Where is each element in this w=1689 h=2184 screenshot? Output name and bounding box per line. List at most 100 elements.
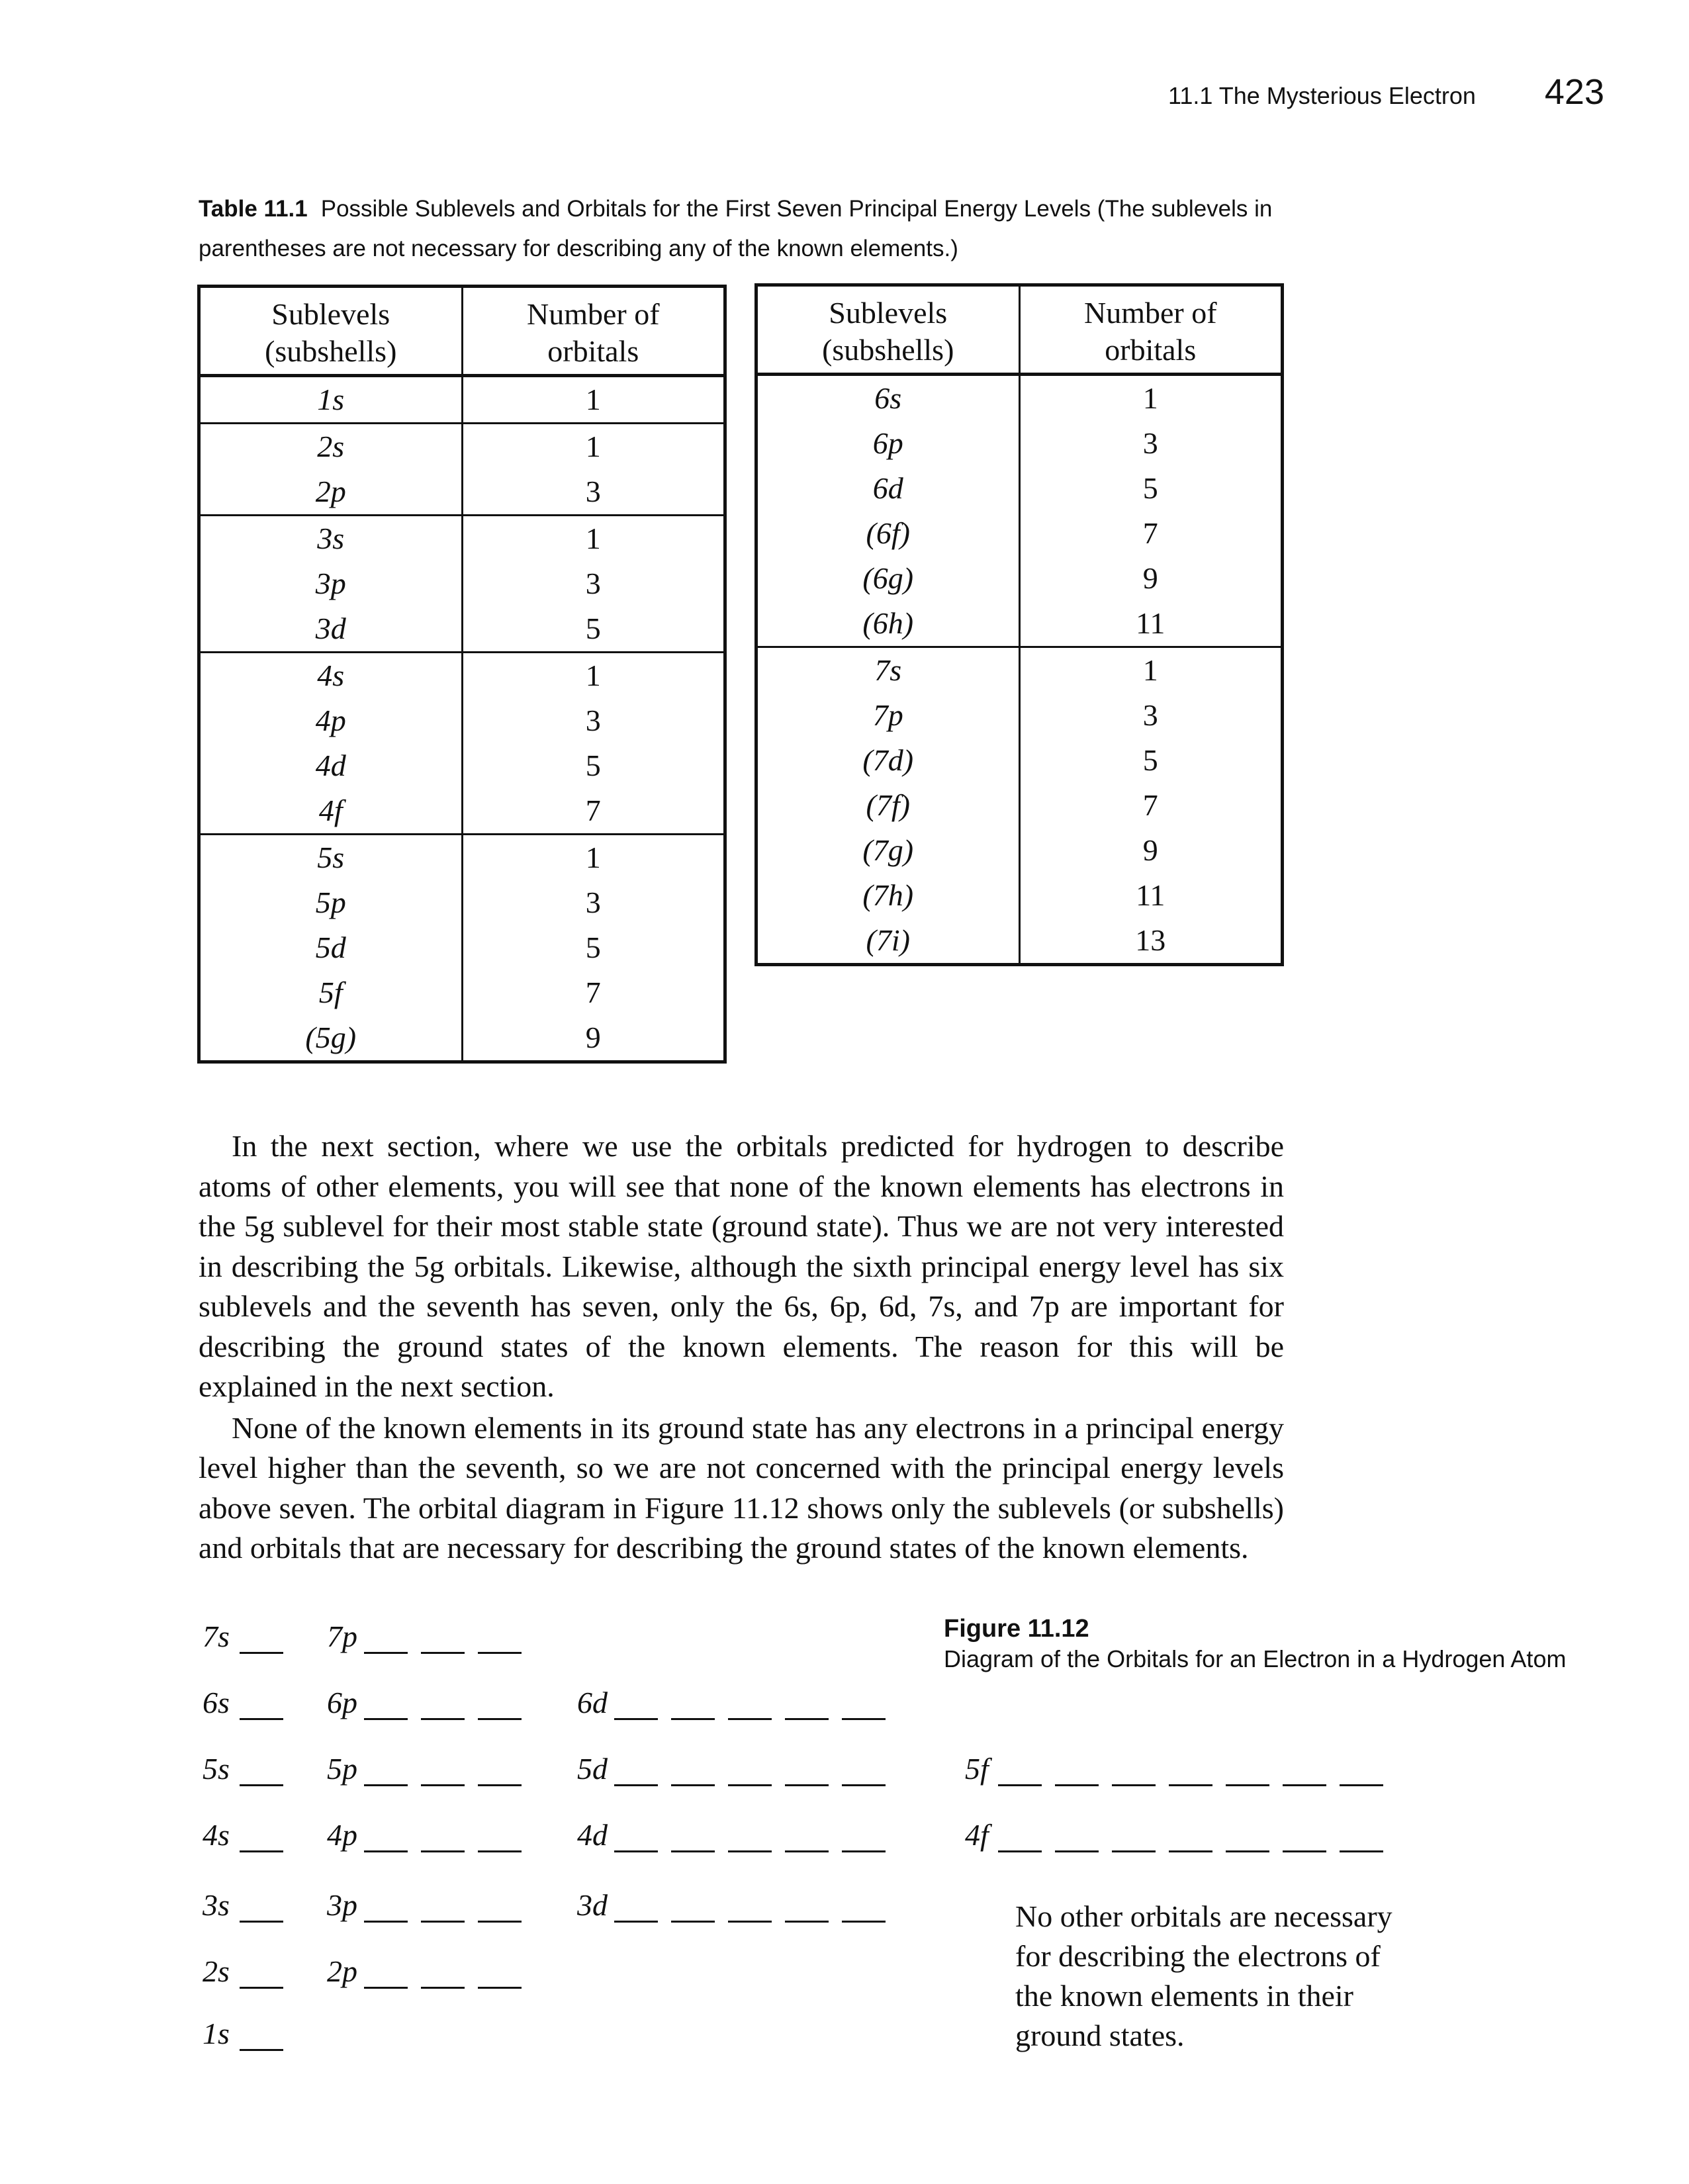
table-row: (7d)5 — [755, 738, 1283, 783]
sublevel-label: 3d — [577, 1888, 608, 1922]
orbital-count-cell: 9 — [1018, 556, 1283, 601]
orbital-line — [728, 1784, 772, 1786]
table-row: (7g)9 — [755, 828, 1283, 873]
sublevel-cell: 6s — [755, 374, 1021, 421]
table-row: (6f)7 — [755, 511, 1283, 556]
orbital-line — [421, 1987, 465, 1989]
table-header-row: Sublevels (subshells) Number of orbitals — [755, 285, 1283, 376]
orbital-line — [364, 1718, 408, 1720]
sublevel-cell: 4f — [198, 788, 463, 835]
table-row: (7f)7 — [755, 783, 1283, 828]
orbital-count-cell: 5 — [1018, 466, 1283, 511]
sublevel-label: 3p — [327, 1888, 357, 1922]
sublevel-cell: 7s — [755, 646, 1021, 693]
figure-number: Figure 11.12 — [944, 1615, 1089, 1643]
orbitals-header-line2: orbitals — [547, 334, 639, 368]
sublevel-cell: (6f) — [755, 511, 1021, 556]
sublevels-table-left: Sublevels (subshells) Number of orbitals… — [197, 285, 727, 1064]
orbital-line — [1055, 1850, 1099, 1852]
orbital-line — [421, 1921, 465, 1923]
sublevel-cell: 5s — [198, 833, 463, 880]
orbital-line — [1340, 1850, 1383, 1852]
orbital-count-cell: 13 — [1018, 918, 1283, 965]
orbital-count-cell: 1 — [461, 833, 726, 880]
orbital-line — [671, 1784, 715, 1786]
sublevel-label: 4f — [965, 1818, 989, 1852]
sublevel-label: 2p — [327, 1954, 357, 1988]
orbitals-header-line1: Number of — [526, 297, 660, 331]
orbital-count-cell: 7 — [461, 788, 726, 835]
orbital-line — [785, 1921, 829, 1923]
orbitals-header: Number of orbitals — [461, 286, 726, 377]
orbital-line — [614, 1784, 658, 1786]
paragraph-2: None of the known elements in its ground… — [199, 1410, 1284, 1565]
sublevel-cell: (6g) — [755, 556, 1021, 601]
running-header: 11.1 The Mysterious Electron 423 — [0, 71, 1604, 118]
sublevel-cell: 4s — [198, 651, 463, 698]
orbital-line — [421, 1718, 465, 1720]
orbital-count-cell: 3 — [1018, 421, 1283, 466]
orbital-line — [364, 1652, 408, 1654]
page-number: 423 — [1544, 72, 1604, 112]
orbital-line — [728, 1921, 772, 1923]
table-row: (6h)11 — [755, 601, 1283, 647]
sublevel-label: 6d — [577, 1686, 608, 1719]
sublevel-cell: 4d — [198, 743, 463, 788]
sublevel-cell: (7g) — [755, 828, 1021, 873]
orbital-line — [1340, 1784, 1383, 1786]
orbital-line — [421, 1784, 465, 1786]
orbital-line — [478, 1718, 522, 1720]
orbital-line — [1169, 1784, 1212, 1786]
orbital-count-cell: 5 — [1018, 738, 1283, 783]
body-text: In the next section, where we use the or… — [199, 1126, 1284, 1569]
sublevels-header-line1: Sublevels — [829, 296, 948, 330]
orbital-line — [1226, 1850, 1269, 1852]
orbital-line — [364, 1784, 408, 1786]
orbital-line — [614, 1921, 658, 1923]
sublevel-label: 4s — [203, 1818, 230, 1852]
orbital-line — [1112, 1784, 1156, 1786]
orbital-line — [842, 1921, 886, 1923]
orbital-line — [478, 1987, 522, 1989]
sublevel-cell: 1s — [198, 375, 463, 424]
table-row: (7i)13 — [755, 918, 1283, 965]
orbital-line — [614, 1850, 658, 1852]
orbital-line — [478, 1921, 522, 1923]
orbital-line — [240, 1784, 283, 1786]
sublevel-label: 4d — [577, 1818, 608, 1852]
orbitals-header-line2: orbitals — [1105, 333, 1197, 367]
sublevels-header: Sublevels (subshells) — [198, 286, 463, 377]
sublevel-label: 7s — [203, 1619, 230, 1653]
orbital-line — [1226, 1784, 1269, 1786]
orbital-line — [364, 1987, 408, 1989]
orbital-line — [785, 1850, 829, 1852]
orbital-line — [614, 1718, 658, 1720]
orbital-line — [240, 1850, 283, 1852]
sublevel-cell: 3s — [198, 514, 463, 561]
orbital-line — [478, 1652, 522, 1654]
orbital-count-cell: 1 — [461, 375, 726, 424]
orbital-line — [785, 1718, 829, 1720]
orbital-count-cell: 1 — [1018, 646, 1283, 693]
sublevel-cell: 2p — [198, 469, 463, 516]
orbital-line — [364, 1850, 408, 1852]
sublevel-label: 4p — [327, 1818, 357, 1852]
sublevel-cell: 3d — [198, 606, 463, 653]
orbital-line — [842, 1784, 886, 1786]
table-row: (6g)9 — [755, 556, 1283, 601]
table-row: (7h)11 — [755, 873, 1283, 918]
